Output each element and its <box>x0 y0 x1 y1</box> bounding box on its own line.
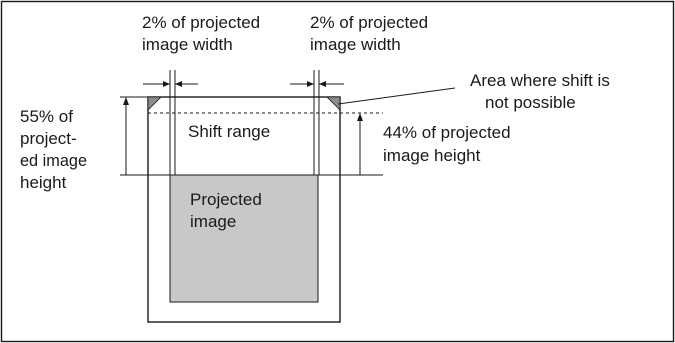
height-44-label-line2: image height <box>383 146 481 165</box>
shift-range-label: Shift range <box>188 122 270 141</box>
height-55-label-line4: height <box>20 173 67 192</box>
projected-image-label-line2: image <box>190 212 236 231</box>
no-shift-label-line1: Area where shift is <box>470 71 610 90</box>
shift-boundary <box>147 96 341 323</box>
height-55-label-line2: project- <box>20 129 77 148</box>
left-width-label-line1: 2% of projected <box>142 13 260 32</box>
right-width-label-line2: image width <box>310 35 401 54</box>
height-55-label-line3: ed image <box>20 151 87 170</box>
right-width-dimension <box>290 70 344 175</box>
projected-image-label-line1: Projected <box>190 190 262 209</box>
height-44-dimension <box>357 113 363 175</box>
left-width-label-line2: image width <box>142 35 233 54</box>
height-55-label-line1: 55% of <box>20 107 73 126</box>
no-shift-corner-left <box>147 96 162 111</box>
no-shift-leader-line <box>337 87 456 105</box>
height-44-label-line1: 44% of projected <box>383 123 511 142</box>
right-width-label-line1: 2% of projected <box>310 13 428 32</box>
projected-image <box>169 174 319 303</box>
left-width-dimension <box>143 70 198 175</box>
no-shift-label-line2: not possible <box>485 93 576 112</box>
height-55-dimension <box>120 96 148 175</box>
